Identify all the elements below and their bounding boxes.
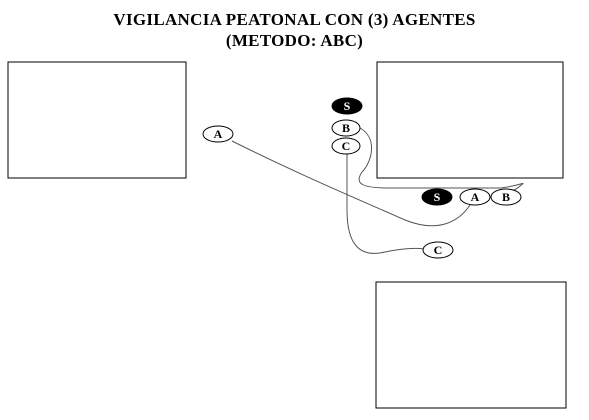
agent-a-end-marker: A	[459, 188, 491, 206]
agent-c-end-marker: C	[422, 241, 454, 259]
block-top-left	[7, 61, 187, 179]
subject-end-label: S	[434, 190, 441, 204]
agent-a-end-label: A	[471, 190, 480, 204]
diagram-title-line1: VIGILANCIA PEATONAL CON (3) AGENTES	[113, 10, 476, 29]
subject-start-marker: S	[331, 97, 363, 115]
agent-a-start-label: A	[214, 127, 223, 141]
agent-c-start-marker: C	[331, 137, 361, 155]
agent-c-start-label: C	[342, 139, 351, 153]
route-agent-b	[358, 127, 524, 197]
agent-b-end-marker: B	[490, 188, 522, 206]
subject-end-marker: S	[421, 188, 453, 206]
agent-b-start-marker: B	[331, 119, 361, 137]
route-agent-a	[231, 140, 471, 227]
subject-start-label: S	[344, 99, 351, 113]
block-bottom-right	[375, 281, 567, 409]
agent-b-end-label: B	[502, 190, 510, 204]
diagram-title-line2: (METODO: ABC)	[225, 31, 364, 50]
agent-c-end-label: C	[434, 243, 443, 257]
route-agent-c	[346, 153, 425, 254]
agent-a-start-marker: A	[202, 125, 234, 143]
agent-b-start-label: B	[342, 121, 350, 135]
block-top-right	[376, 61, 564, 179]
